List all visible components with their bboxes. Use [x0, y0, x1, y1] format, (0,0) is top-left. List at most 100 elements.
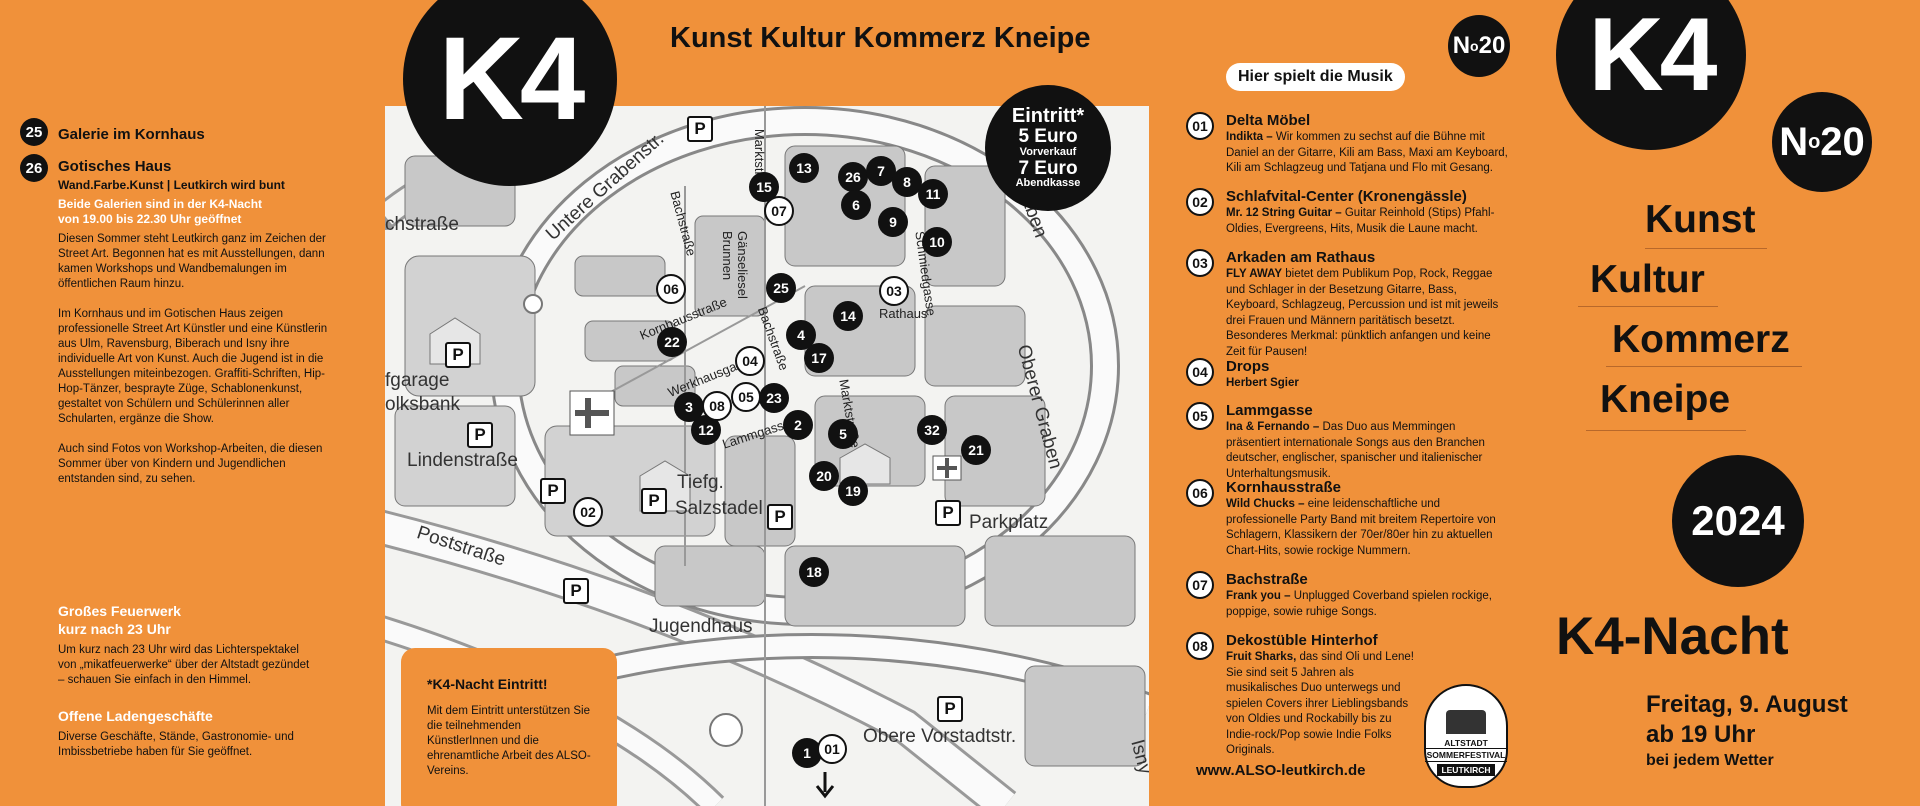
map-pin-03[interactable]: 03: [879, 276, 909, 306]
map-pin-23[interactable]: 23: [759, 383, 789, 413]
map-pin-6[interactable]: 6: [841, 190, 871, 220]
act-desc-text: Wir kommen zu sechst auf die Bühne mit D…: [1226, 131, 1508, 174]
music-header: Hier spielt die Musik: [1226, 63, 1405, 91]
event-title: K4-Nacht: [1556, 607, 1789, 666]
map-pin-7[interactable]: 7: [866, 156, 896, 186]
entry-note-box: *K4-Nacht Eintritt! Mit dem Eintritt unt…: [401, 648, 617, 806]
act-description: Fruit Sharks, das sind Oli und Lene! Sie…: [1226, 650, 1418, 759]
act-lead: Fruit Sharks,: [1226, 651, 1297, 663]
issue-number: 20: [1478, 32, 1506, 59]
map-pin-25[interactable]: 25: [766, 273, 796, 303]
act-title: Lammgasse: [1226, 402, 1313, 419]
parking-sign: P: [445, 342, 471, 368]
act-title: Bachstraße: [1226, 571, 1308, 588]
map-pin-13[interactable]: 13: [789, 153, 819, 183]
map-pin-06[interactable]: 06: [656, 274, 686, 304]
map-pin-05[interactable]: 05: [731, 382, 761, 412]
map-pin-04[interactable]: 04: [735, 346, 765, 376]
music-act-04: 04 Drops Herbert Sgier: [1186, 358, 1508, 392]
act-title: Arkaden am Rathaus: [1226, 249, 1376, 266]
entry-price-badge: Eintritt* 5 Euro Vorverkauf 7 Euro Abend…: [985, 85, 1111, 211]
map-pin-9[interactable]: 9: [878, 207, 908, 237]
item-subtitle: Wand.Farbe.Kunst | Leutkirch wird bunt: [58, 178, 285, 192]
act-number: 01: [1186, 112, 1214, 140]
parking-sign: P: [937, 696, 963, 722]
divider: [1645, 248, 1767, 249]
map-pin-17[interactable]: 17: [804, 343, 834, 373]
act-desc-text: das sind Oli und Lene! Sie sind seit 5 J…: [1226, 651, 1414, 756]
map-pin-21[interactable]: 21: [961, 435, 991, 465]
map-pin-5[interactable]: 5: [828, 419, 858, 449]
shops-title: Offene Ladengeschäfte: [58, 708, 213, 724]
event-date-block: Freitag, 9. August ab 19 Uhr bei jedem W…: [1646, 690, 1848, 772]
map-pin-01[interactable]: 01: [817, 734, 847, 764]
street-bachstrasse-left: chstraße: [385, 214, 459, 235]
act-description: Frank you – Unplugged Coverband spielen …: [1226, 589, 1508, 620]
website-link[interactable]: www.ALSO-leutkirch.de: [1196, 762, 1366, 779]
act-lead: Ina & Fernando –: [1226, 421, 1320, 433]
festival-stamp: ALTSTADT SOMMERFESTIVAL LEUTKIRCH: [1424, 684, 1508, 788]
map-pin-07[interactable]: 07: [764, 196, 794, 226]
fireworks-section: Großes Feuerwerk kurz nach 23 Uhr Um kur…: [58, 602, 318, 688]
act-lead: Mr. 12 String Guitar –: [1226, 207, 1342, 219]
map-drawing: [385, 106, 1149, 806]
act-description: Indikta – Wir kommen zu sechst auf die B…: [1226, 130, 1508, 177]
map-pin-02[interactable]: 02: [573, 497, 603, 527]
map-pin-18[interactable]: 18: [799, 557, 829, 587]
year-badge: 2024: [1672, 455, 1804, 587]
music-act-05: 05 Lammgasse Ina & Fernando – Das Duo au…: [1186, 402, 1508, 482]
entry-price-1: 5 Euro: [1018, 126, 1078, 148]
k4-logo-right: K4: [1556, 0, 1746, 150]
map-pin-32[interactable]: 32: [917, 415, 947, 445]
street-lindenstrasse: Lindenstraße: [407, 450, 518, 471]
act-description: Wild Chucks – eine leidenschaftliche und…: [1226, 497, 1508, 559]
issue-sup: o: [1470, 38, 1479, 54]
item-title-gotisches-haus: Gotisches Haus: [58, 158, 172, 175]
parking-sign: P: [641, 488, 667, 514]
divider: [1586, 430, 1746, 431]
left-paragraph-1: Diesen Sommer steht Leutkirch ganz im Ze…: [58, 233, 326, 290]
act-number: 04: [1186, 358, 1214, 386]
city-map: P P P P P P P P P Untere Grabenstr. Ober…: [385, 106, 1149, 806]
street-jugendhaus: Jugendhaus: [649, 616, 753, 637]
street-gaenseliesel-brunnen: Gänseliesel Brunnen: [720, 231, 750, 299]
item-title-galerie: Galerie im Kornhaus: [58, 126, 205, 143]
act-desc-text: Unplugged Coverband spielen rockige, pop…: [1226, 590, 1492, 618]
divider: [1578, 306, 1718, 307]
note-title: *K4-Nacht Eintritt!: [427, 676, 548, 692]
map-pin-08[interactable]: 08: [702, 391, 732, 421]
music-act-01: 01 Delta Möbel Indikta – Wir kommen zu s…: [1186, 112, 1508, 177]
act-title: Drops: [1226, 358, 1270, 375]
parking-sign: P: [467, 422, 493, 448]
fireworks-title-1: Großes Feuerwerk: [58, 603, 181, 619]
galleries-note-line2: von 19.00 bis 22.30 Uhr geöffnet: [58, 212, 242, 226]
act-lead: Frank you –: [1226, 590, 1291, 602]
music-act-06: 06 Kornhausstraße Wild Chucks – eine lei…: [1186, 479, 1508, 559]
map-pin-22[interactable]: 22: [657, 327, 687, 357]
act-lead: FLY AWAY: [1226, 268, 1283, 280]
entry-label-1: Vorverkauf: [1019, 145, 1077, 158]
map-pin-11[interactable]: 11: [918, 179, 948, 209]
map-pin-14[interactable]: 14: [833, 301, 863, 331]
word-kommerz: Kommerz: [1612, 318, 1790, 361]
word-kultur: Kultur: [1590, 258, 1705, 301]
issue-prefix: N: [1779, 119, 1809, 164]
map-pin-20[interactable]: 20: [809, 461, 839, 491]
act-title: Schlafvital-Center (Kronengässle): [1226, 188, 1467, 205]
entry-label-2: Abendkasse: [1015, 177, 1081, 190]
map-pin-2[interactable]: 2: [783, 410, 813, 440]
issue-sup: o: [1808, 130, 1821, 153]
map-pin-26[interactable]: 26: [838, 162, 868, 192]
act-description: Mr. 12 String Guitar – Guitar Reinhold (…: [1226, 206, 1508, 237]
act-desc-text: Guitar Reinhold (Stips) Pfahl-Oldies, Ev…: [1226, 207, 1495, 235]
event-date: Freitag, 9. August: [1646, 691, 1848, 718]
shops-text: Diverse Geschäfte, Stände, Gastronomie- …: [58, 731, 294, 758]
word-kneipe: Kneipe: [1600, 378, 1731, 421]
event-weather: bei jedem Wetter: [1646, 752, 1774, 769]
map-pin-19[interactable]: 19: [838, 476, 868, 506]
marker-26: 26: [20, 154, 48, 182]
act-number: 02: [1186, 188, 1214, 216]
map-pin-8[interactable]: 8: [892, 167, 922, 197]
galleries-note-line1: Beide Galerien sind in der K4-Nacht: [58, 197, 263, 211]
map-pin-10[interactable]: 10: [922, 227, 952, 257]
